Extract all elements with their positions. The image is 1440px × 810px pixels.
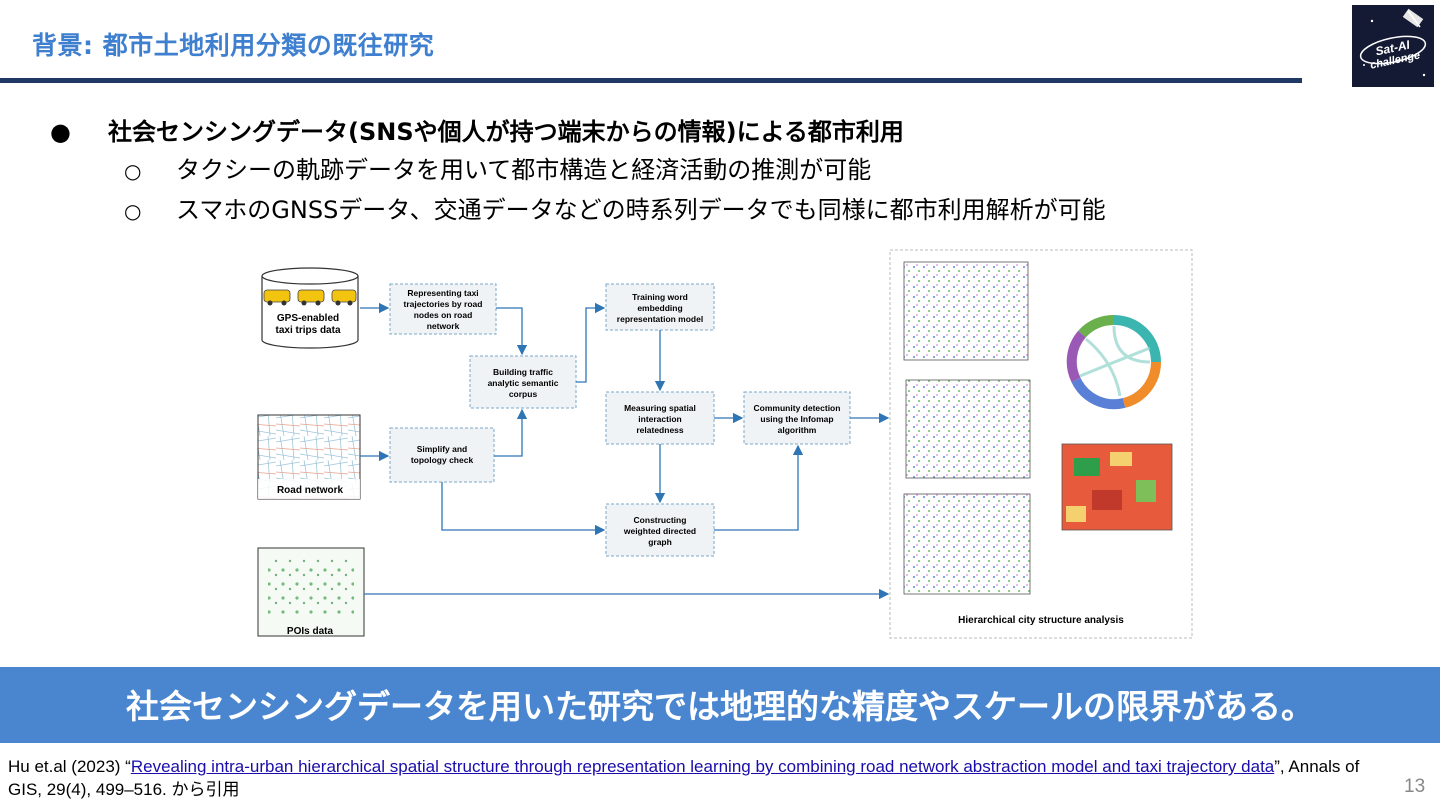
sub-bullet-marker: ○ xyxy=(124,199,142,223)
box-line: relatedness xyxy=(636,425,684,435)
bullet-main-text: 社会センシングデータ(SNSや個人が持つ端末からの情報)による都市利用 xyxy=(108,118,904,146)
chord-diagram xyxy=(1066,315,1162,410)
box-line: trajectories by road xyxy=(404,299,483,309)
results-label: Hierarchical city structure analysis xyxy=(958,615,1124,626)
box-building-corpus: Building traffic analytic semantic corpu… xyxy=(469,355,577,409)
slide-title: 背景: 都市土地利用分類の既往研究 xyxy=(32,31,435,60)
logo-icon: Sat-AI challenge xyxy=(1359,8,1427,77)
box-line: analytic semantic xyxy=(488,378,559,388)
bullet-sub-1: ○ タクシーの軌跡データを用いて都市構造と経済活動の推測が可能 xyxy=(124,150,871,185)
citation-prefix: Hu et.al (2023) “ xyxy=(8,757,131,776)
box-line: Simplify and xyxy=(417,444,468,454)
flow-arrows xyxy=(360,302,890,600)
box-line: Representing taxi xyxy=(407,288,478,298)
box-line: Community detection xyxy=(754,403,841,413)
page-number: 13 xyxy=(1404,776,1426,797)
cluster-map-3 xyxy=(903,493,1031,595)
pois-label: POIs data xyxy=(287,626,334,637)
box-line: Building traffic xyxy=(493,367,553,377)
pois-map: POIs data xyxy=(257,547,365,637)
bullet-sub-text: タクシーの軌跡データを用いて都市構造と経済活動の推測が可能 xyxy=(176,156,872,184)
bullet-marker: ● xyxy=(50,118,71,146)
road-network-label: Road network xyxy=(277,485,344,496)
box-measuring: Measuring spatial interaction relatednes… xyxy=(605,391,715,445)
choropleth-map xyxy=(1061,443,1173,531)
box-line: Training word xyxy=(632,292,688,302)
box-line: representation model xyxy=(617,314,703,324)
conclusion-text: 社会センシングデータを用いた研究では地理的な精度やスケールの限界がある。 xyxy=(126,687,1314,726)
database-label: taxi trips data xyxy=(275,325,340,336)
cluster-map-1 xyxy=(903,261,1029,361)
sat-ai-challenge-logo: Sat-AI challenge xyxy=(1352,5,1434,87)
gps-taxi-database: GPS-enabled taxi trips data xyxy=(261,267,359,349)
box-line: topology check xyxy=(411,455,474,465)
citation: Hu et.al (2023) “Revealing intra-urban h… xyxy=(8,755,1380,801)
method-flow-figure: GPS-enabled taxi trips data Road network… xyxy=(257,249,1193,639)
box-line: algorithm xyxy=(778,425,817,435)
bullet-main: ● 社会センシングデータ(SNSや個人が持つ端末からの情報)による都市利用 xyxy=(50,112,904,147)
citation-link[interactable]: Revealing intra-urban hierarchical spati… xyxy=(130,757,1275,776)
box-line: graph xyxy=(648,537,672,547)
taxi-icon xyxy=(263,289,357,306)
box-line: weighted directed xyxy=(623,526,696,536)
bullet-sub-2: ○ スマホのGNSSデータ、交通データなどの時系列データでも同様に都市利用解析が可… xyxy=(124,190,1106,225)
results-panel: Hierarchical city structure analysis xyxy=(889,249,1193,639)
road-network-map: Road network xyxy=(257,414,361,500)
box-line: using the Infomap xyxy=(760,414,833,424)
box-constructing-graph: Constructing weighted directed graph xyxy=(605,503,715,557)
box-line: interaction xyxy=(638,414,681,424)
cluster-map-2 xyxy=(905,379,1031,479)
box-representing: Representing taxi trajectories by road n… xyxy=(389,283,497,335)
title-underline xyxy=(0,78,1302,83)
citation-suffix: ”, Annals of GIS, 29(4), 499–516. から引用 xyxy=(8,757,1360,799)
database-label: GPS-enabled xyxy=(277,313,339,324)
box-line: embedding xyxy=(637,303,682,313)
box-line: nodes on road xyxy=(414,310,473,320)
sub-bullet-marker: ○ xyxy=(124,159,142,183)
box-simplify: Simplify and topology check xyxy=(389,427,495,483)
box-line: Measuring spatial xyxy=(624,403,696,413)
box-line: network xyxy=(427,321,460,331)
box-training-model: Training word embedding representation m… xyxy=(605,283,715,331)
conclusion-banner: 社会センシングデータを用いた研究では地理的な精度やスケールの限界がある。 xyxy=(0,667,1440,743)
box-community-detection: Community detection using the Infomap al… xyxy=(743,391,851,445)
box-line: Constructing xyxy=(634,515,687,525)
box-line: corpus xyxy=(509,389,538,399)
bullet-sub-text: スマホのGNSSデータ、交通データなどの時系列データでも同様に都市利用解析が可能 xyxy=(176,196,1106,224)
